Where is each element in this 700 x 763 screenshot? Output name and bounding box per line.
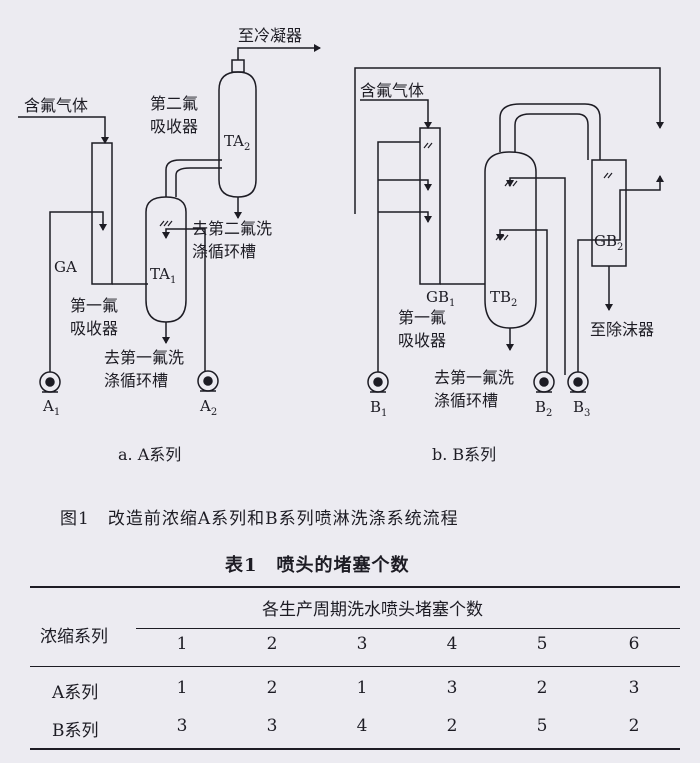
table-cell: 2 bbox=[266, 678, 278, 698]
a-ta1-to-ta2-pipe bbox=[165, 159, 222, 197]
a-ta2-vessel bbox=[218, 71, 257, 198]
period-header: 1 bbox=[176, 634, 188, 654]
period-header: 5 bbox=[536, 634, 548, 654]
a-ga-label: GA bbox=[54, 258, 77, 276]
a-to-condenser-line bbox=[237, 44, 321, 60]
a-feed-line-ga bbox=[49, 211, 107, 373]
row-name: B系列 bbox=[52, 721, 99, 741]
pump-b2-icon bbox=[533, 371, 555, 393]
period-header: 4 bbox=[446, 634, 458, 654]
b-gas-inlet-label: 含氟气体 bbox=[360, 81, 425, 100]
table-cell: 4 bbox=[356, 716, 368, 736]
a-pump1-label: A1 bbox=[43, 397, 61, 418]
table-header-rule bbox=[30, 666, 680, 667]
b-nozzle-4 bbox=[423, 142, 433, 149]
a-ta1-to-ta2-pipe-outer bbox=[175, 167, 222, 197]
b-gb1-label: GB1 bbox=[426, 288, 456, 309]
a-to-first-wash-label: 去第一氟洗 涤循环槽 bbox=[104, 348, 185, 390]
a-condenser-label: 至冷凝器 bbox=[238, 26, 303, 45]
table-group-header: 各生产周期洗水喷头堵塞个数 bbox=[262, 600, 483, 620]
b-feed-line-b1-mid bbox=[378, 179, 432, 191]
b-outer-loop bbox=[354, 67, 664, 214]
pump-a1-icon bbox=[39, 371, 61, 393]
table-cell: 3 bbox=[176, 716, 188, 736]
pump-b3-icon bbox=[567, 371, 589, 393]
figure-caption: 图1 改造前浓缩A系列和B系列喷淋洗涤系统流程 bbox=[60, 509, 459, 529]
table-cell: 2 bbox=[536, 678, 548, 698]
b-gas-inlet-pipe bbox=[360, 99, 432, 129]
b-nozzle-3 bbox=[603, 172, 613, 179]
period-header: 3 bbox=[356, 634, 368, 654]
b-tb2-to-gb2-pipe bbox=[499, 103, 601, 160]
b-first-absorber-label: 第一氟 吸收器 bbox=[398, 308, 447, 350]
table-title: 表1 喷头的堵塞个数 bbox=[225, 555, 410, 576]
table-group-rule bbox=[136, 628, 680, 629]
b-caption: b. B系列 bbox=[432, 445, 497, 464]
b-to-mist-label: 至除沫器 bbox=[590, 320, 655, 339]
a-ta2-top-stub bbox=[231, 59, 245, 73]
a-to-second-wash-label: 去第二氟洗 涤循环槽 bbox=[192, 219, 273, 261]
table-cell: 1 bbox=[176, 678, 188, 698]
table-cell: 5 bbox=[536, 716, 548, 736]
b-tb2-vessel bbox=[484, 151, 537, 329]
a-nozzle-1 bbox=[159, 220, 173, 227]
table-cell: 3 bbox=[446, 678, 458, 698]
a-ta1-label: TA1 bbox=[150, 265, 177, 286]
table-cell: 3 bbox=[266, 716, 278, 736]
a-second-absorber-label: 第二氟 吸收器 bbox=[150, 94, 199, 136]
period-header: 2 bbox=[266, 634, 278, 654]
table-bottom-rule bbox=[30, 748, 680, 750]
table-row-header: 浓缩系列 bbox=[40, 627, 108, 647]
row-name: A系列 bbox=[52, 683, 99, 703]
table-cell: 2 bbox=[446, 716, 458, 736]
b-feed-line-b3 bbox=[577, 175, 664, 375]
b-feed-line-b1 bbox=[377, 141, 420, 373]
b-pump1-label: B1 bbox=[370, 398, 388, 419]
b-nozzle-2 bbox=[495, 234, 509, 241]
a-gas-inlet-pipe bbox=[18, 116, 109, 144]
b-nozzle-1 bbox=[504, 180, 518, 187]
pump-a2-icon bbox=[197, 370, 219, 392]
a-gas-inlet-label: 含氟气体 bbox=[24, 96, 89, 115]
b-gb2-label: GB2 bbox=[594, 232, 624, 253]
a-ta1-vessel bbox=[145, 196, 187, 323]
b-pump3-label: B3 bbox=[573, 398, 591, 419]
b-pump2-label: B2 bbox=[535, 398, 553, 419]
b-gb1-column bbox=[419, 127, 441, 285]
b-tb2-to-gb2-pipe-inner bbox=[514, 113, 589, 160]
a-caption: a. A系列 bbox=[118, 445, 182, 464]
b-to-first-wash-label: 去第一氟洗 涤循环槽 bbox=[434, 368, 515, 410]
period-header: 6 bbox=[628, 634, 640, 654]
table-cell: 3 bbox=[628, 678, 640, 698]
b-tb2-label: TB2 bbox=[490, 288, 518, 309]
table-cell: 2 bbox=[628, 716, 640, 736]
table-cell: 1 bbox=[356, 678, 368, 698]
a-ta2-label: TA2 bbox=[224, 132, 251, 153]
b-feed-line-b1-low bbox=[378, 211, 432, 223]
pump-b1-icon bbox=[367, 371, 389, 393]
a-first-absorber-label: 第一氟 吸收器 bbox=[70, 296, 119, 338]
b-feed-line-top bbox=[506, 177, 566, 375]
process-flow-diagram bbox=[18, 44, 664, 393]
a-ga-column bbox=[91, 142, 113, 285]
table-top-rule bbox=[30, 586, 680, 588]
a-feed-line-ta1 bbox=[162, 228, 206, 376]
a-pump2-label: A2 bbox=[200, 397, 218, 418]
